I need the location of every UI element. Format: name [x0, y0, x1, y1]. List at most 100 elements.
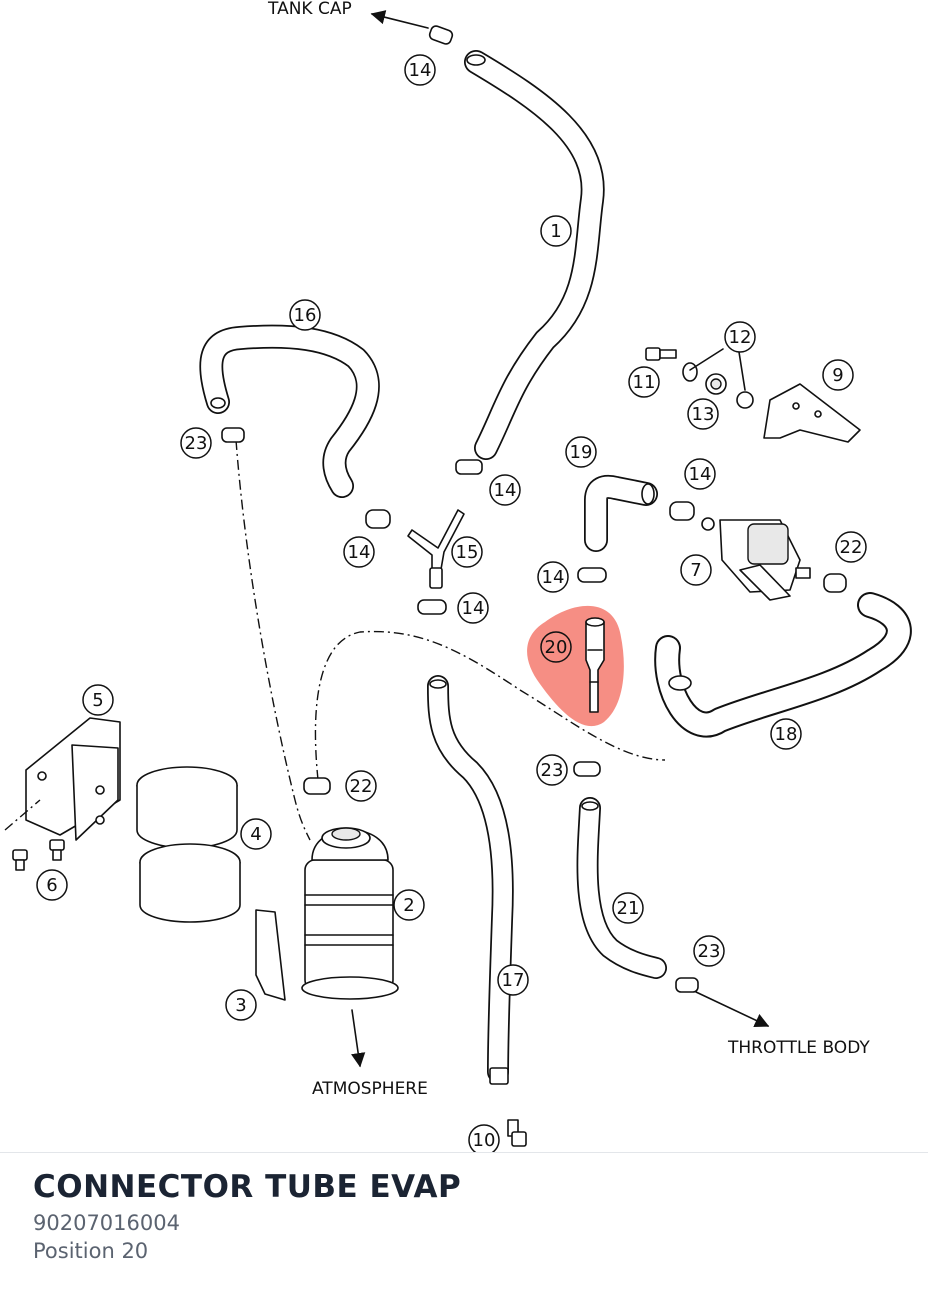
hose-1[interactable] — [464, 50, 605, 460]
callout-circle — [537, 561, 569, 593]
callout-circle — [225, 989, 257, 1021]
part-title: CONNECTOR TUBE EVAP — [33, 1169, 462, 1205]
callout-14[interactable]: 14 — [343, 536, 375, 568]
callout-5[interactable]: 5 — [82, 684, 114, 716]
hose-18[interactable] — [654, 592, 912, 738]
fitting-15[interactable] — [407, 509, 465, 589]
hose-clamps — [221, 25, 847, 993]
callout-13[interactable]: 13 — [687, 398, 719, 430]
callout-circle — [82, 684, 114, 716]
callout-1[interactable]: 1 — [540, 215, 572, 247]
callout-number: 11 — [633, 372, 656, 393]
callout-22[interactable]: 22 — [345, 770, 377, 802]
callout-number: 3 — [235, 995, 246, 1016]
callout-number: 23 — [541, 760, 564, 781]
hose-16[interactable] — [199, 324, 380, 498]
callout-15[interactable]: 15 — [451, 536, 483, 568]
callout-circle — [451, 536, 483, 568]
callout-number: 15 — [456, 542, 479, 563]
callout-17[interactable]: 17 — [497, 964, 529, 996]
bolt-11[interactable] — [645, 347, 677, 361]
callout-circle — [345, 770, 377, 802]
callout-circle — [612, 892, 644, 924]
vent-line — [235, 439, 311, 841]
callout-number: 14 — [494, 480, 517, 501]
hose-17[interactable] — [427, 675, 514, 1085]
callout-22[interactable]: 22 — [835, 531, 867, 563]
callout-circle — [404, 54, 436, 86]
part-position: Position 20 — [33, 1239, 149, 1263]
hose-21[interactable] — [576, 797, 667, 979]
callout-number: 18 — [775, 724, 798, 745]
callout-circle — [628, 366, 660, 398]
callout-23[interactable]: 23 — [180, 427, 212, 459]
callout-number: 14 — [542, 567, 565, 588]
grommet-13[interactable] — [705, 373, 727, 395]
label-tank-cap: TANK CAP — [267, 0, 352, 19]
callout-14[interactable]: 14 — [684, 458, 716, 490]
part-info-panel: CONNECTOR TUBE EVAP 90207016004 Position… — [0, 1152, 928, 1291]
callout-number: 21 — [617, 898, 640, 919]
callout-circle — [540, 631, 572, 663]
bracket-5[interactable] — [4, 717, 121, 841]
bolts-6[interactable] — [12, 839, 65, 871]
callout-number: 14 — [462, 598, 485, 619]
callout-7[interactable]: 7 — [680, 554, 712, 586]
label-throttle-body: THROTTLE BODY — [727, 1038, 870, 1058]
callout-16[interactable]: 16 — [289, 299, 321, 331]
callout-14[interactable]: 14 — [457, 592, 489, 624]
callout-2[interactable]: 2 — [393, 889, 425, 921]
exploded-parts-diagram: TANK CAP ATMOSPHERE THROTTLE BODY 141161… — [4, 0, 912, 1152]
callout-3[interactable]: 3 — [225, 989, 257, 1021]
connector-tube-20[interactable] — [585, 617, 605, 713]
callout-number: 14 — [348, 542, 371, 563]
callout-20[interactable]: 20 — [540, 631, 572, 663]
callout-circle — [468, 1124, 500, 1152]
callout-9[interactable]: 9 — [822, 359, 854, 391]
callout-number: 1 — [550, 221, 561, 242]
callout-number: 10 — [473, 1130, 496, 1151]
callout-6[interactable]: 6 — [36, 869, 68, 901]
canister-2[interactable] — [301, 827, 399, 1000]
callout-number: 14 — [409, 60, 432, 81]
callout-21[interactable]: 21 — [612, 892, 644, 924]
hose-19[interactable] — [584, 474, 658, 552]
callout-18[interactable]: 18 — [770, 718, 802, 750]
callout-circle — [835, 531, 867, 563]
callout-12[interactable]: 12 — [724, 321, 756, 353]
leader-lines — [351, 10, 770, 1068]
part-number: 90207016004 — [33, 1211, 180, 1235]
bracket-9[interactable] — [763, 383, 861, 443]
callout-circle — [240, 818, 272, 850]
callout-19[interactable]: 19 — [565, 436, 597, 468]
callout-14[interactable]: 14 — [404, 54, 436, 86]
purge-line — [314, 630, 666, 781]
callout-number: 22 — [350, 776, 373, 797]
callout-14[interactable]: 14 — [489, 474, 521, 506]
callout-23[interactable]: 23 — [536, 754, 568, 786]
washer-12[interactable] — [682, 362, 754, 409]
callout-14[interactable]: 14 — [537, 561, 569, 593]
callout-circle — [540, 215, 572, 247]
callout-number: 7 — [690, 560, 701, 581]
callout-number: 16 — [294, 305, 317, 326]
callout-number: 2 — [403, 895, 414, 916]
callout-number: 4 — [250, 824, 261, 845]
clamp-4[interactable] — [136, 766, 241, 923]
callout-circle — [680, 554, 712, 586]
callout-23[interactable]: 23 — [693, 935, 725, 967]
callout-circle — [393, 889, 425, 921]
callout-11[interactable]: 11 — [628, 366, 660, 398]
purge-valve-7[interactable] — [701, 517, 811, 601]
callout-circle — [770, 718, 802, 750]
fitting-10[interactable] — [507, 1119, 527, 1147]
callout-4[interactable]: 4 — [240, 818, 272, 850]
callout-number: 17 — [502, 970, 525, 991]
callout-number: 20 — [545, 637, 568, 658]
callout-number: 23 — [698, 941, 721, 962]
callout-number: 14 — [689, 464, 712, 485]
callout-circle — [36, 869, 68, 901]
callout-10[interactable]: 10 — [468, 1124, 500, 1152]
mount-3[interactable] — [255, 909, 286, 1001]
